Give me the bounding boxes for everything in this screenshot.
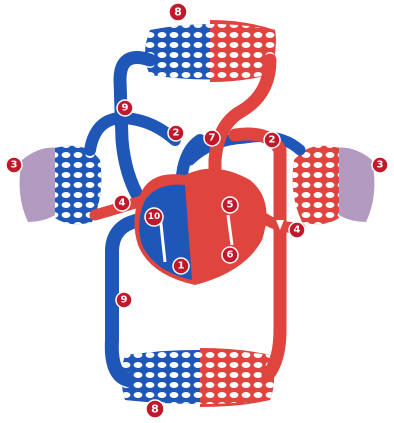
label-left-ventricle: 6 xyxy=(222,247,238,263)
label-capillary-top: 8 xyxy=(169,3,187,21)
upper-capillary-mesh xyxy=(145,24,276,80)
label-aorta: 7 xyxy=(204,130,220,146)
label-pulmonary-vein-left: 4 xyxy=(114,195,130,211)
label-lung-left-text: 3 xyxy=(11,160,18,171)
lower-body-capillary-bed xyxy=(122,348,275,407)
label-right-ventricle-text: 1 xyxy=(178,261,185,272)
label-capillary-bottom: 8 xyxy=(146,400,164,418)
label-superior-vena-cava-text: 9 xyxy=(122,103,129,114)
label-inferior-vena-cava-text: 9 xyxy=(121,295,128,306)
label-pulmonary-artery-left: 2 xyxy=(168,125,184,141)
label-lung-right-text: 3 xyxy=(377,160,384,171)
label-pulmonary-vein-right: 4 xyxy=(289,222,305,238)
label-right-atrium: 10 xyxy=(145,208,163,226)
label-superior-vena-cava: 9 xyxy=(117,100,133,116)
label-lung-left: 3 xyxy=(6,157,22,173)
heart xyxy=(134,169,266,285)
label-pulmonary-vein-left-text: 4 xyxy=(119,198,126,209)
pulmonary-artery-left xyxy=(90,118,175,150)
left-lung xyxy=(20,146,102,225)
label-right-ventricle: 1 xyxy=(173,258,189,274)
upper-body-capillary-bed xyxy=(145,20,276,82)
label-pulmonary-artery-left-text: 2 xyxy=(173,128,180,139)
label-left-atrium: 5 xyxy=(222,197,238,213)
label-inferior-vena-cava: 9 xyxy=(116,292,132,308)
ivc-up-arrow-2 xyxy=(124,320,132,330)
label-pulmonary-artery-right-text: 2 xyxy=(269,135,276,146)
label-aorta-text: 7 xyxy=(209,133,216,144)
right-lung xyxy=(293,146,375,225)
superior-vena-cava xyxy=(120,58,150,201)
label-left-atrium-text: 5 xyxy=(227,200,234,211)
right-lung-capillary-mesh xyxy=(293,146,339,225)
lower-capillary-mesh xyxy=(122,350,275,404)
label-capillary-bottom-text: 8 xyxy=(151,403,159,416)
label-left-ventricle-text: 6 xyxy=(227,250,234,261)
label-pulmonary-vein-right-text: 4 xyxy=(294,225,301,236)
label-lung-right: 3 xyxy=(372,157,388,173)
label-capillary-top-text: 8 xyxy=(174,6,182,19)
label-right-atrium-text: 10 xyxy=(148,212,161,222)
label-pulmonary-artery-right: 2 xyxy=(264,132,280,148)
